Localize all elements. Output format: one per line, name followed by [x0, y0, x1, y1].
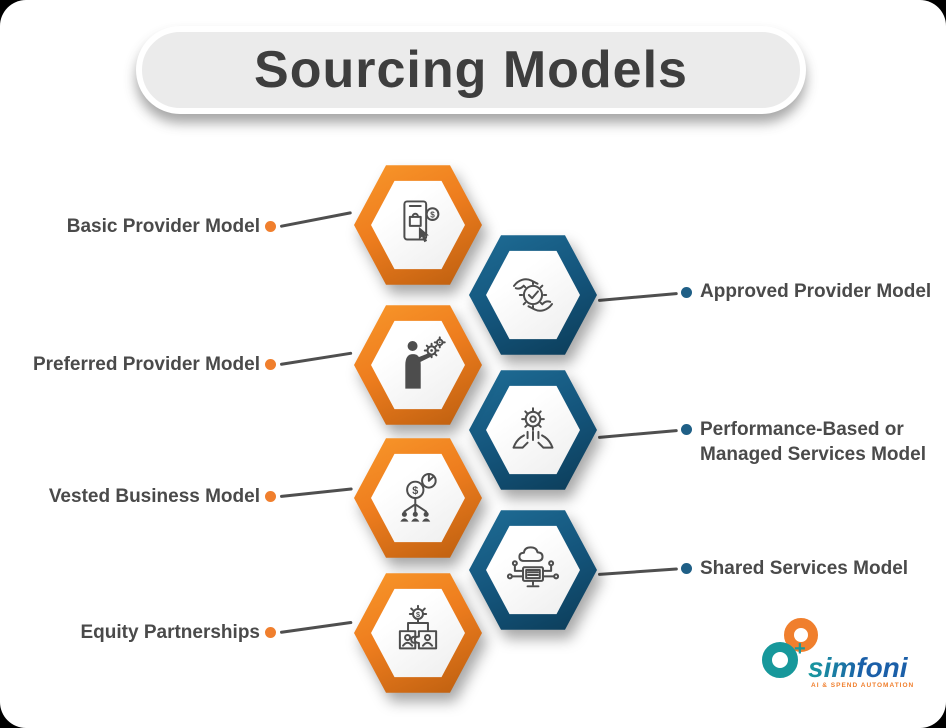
connector-dot	[265, 491, 276, 502]
label-basic-provider: Basic Provider Model	[66, 216, 260, 237]
label-preferred-provider: Preferred Provider Model	[32, 354, 260, 375]
logo-tagline: AI & SPEND AUTOMATION	[811, 682, 915, 689]
label-line-1: Performance-Based or	[700, 419, 904, 440]
connector-line	[279, 211, 352, 228]
hexagon-basic-provider: $	[354, 160, 482, 290]
hexagon-vested-business: $	[354, 433, 482, 563]
label-performance-managed: Performance-Based or Managed Services Mo…	[700, 417, 926, 467]
label-vested-business: Vested Business Model	[48, 486, 260, 507]
connector-dot	[265, 359, 276, 370]
hexagon-shared-services	[469, 505, 597, 635]
simfoni-logo: + simfoni AI & SPEND AUTOMATION	[756, 616, 932, 690]
label-line-2: Managed Services Model	[700, 444, 926, 465]
cloud-computer-network-icon	[506, 546, 560, 588]
mobile-shopping-icon: $	[403, 200, 440, 243]
hexagon-approved-provider	[469, 230, 597, 360]
connector-dot	[265, 627, 276, 638]
connector-line	[597, 292, 678, 302]
label-equity-partnerships: Equity Partnerships	[80, 622, 261, 643]
svg-text:$: $	[430, 210, 435, 219]
connector-line	[279, 351, 353, 366]
hands-approved-check-icon	[512, 278, 554, 312]
connector-dot	[681, 287, 692, 298]
svg-text:$: $	[412, 485, 418, 497]
hexagon-equity-partnerships: $	[354, 568, 482, 698]
hexagon-preferred-provider	[354, 300, 482, 430]
connector-dot	[265, 221, 276, 232]
connector-dot	[681, 563, 692, 574]
hexagon-performance-managed	[469, 365, 597, 495]
logo-ring-teal-icon	[762, 642, 798, 678]
logo-plus-icon: +	[794, 638, 806, 660]
connector-line	[597, 567, 678, 576]
logo-ring-orange-icon	[784, 618, 818, 652]
profit-network-icon: $	[400, 472, 437, 522]
svg-text:$: $	[416, 610, 420, 619]
label-shared-services: Shared Services Model	[700, 558, 909, 579]
connector-line	[279, 487, 353, 498]
connector-line	[597, 429, 678, 439]
puzzle-partnership-dollar-icon: $	[398, 604, 438, 650]
businessman-gears-icon	[405, 336, 446, 389]
connector-line	[279, 620, 353, 634]
label-approved-provider: Approved Provider Model	[700, 281, 932, 302]
logo-wordmark: simfoni	[808, 652, 908, 683]
connector-dot	[681, 424, 692, 435]
page-title: Sourcing Models	[254, 41, 688, 99]
hands-holding-gear-icon	[512, 407, 554, 449]
title-pill: Sourcing Models	[136, 26, 806, 114]
